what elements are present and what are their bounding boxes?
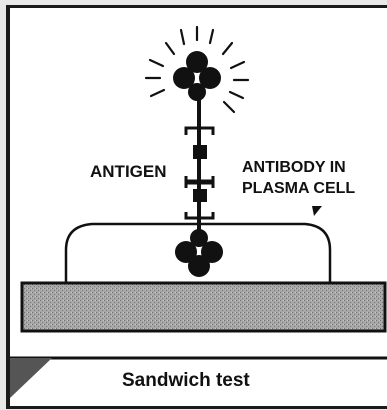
antigen-label: ANTIGEN [90,162,167,182]
slide-base [22,283,385,331]
arrowhead-icon [312,206,322,216]
bound-antibody-icon [175,229,223,277]
figure-caption: Sandwich test [122,370,250,392]
corner-triangle-icon [10,358,52,398]
antigen-block [193,145,207,159]
antigen-lower-block [193,189,207,202]
glowing-tagged-antibody-icon [173,51,221,101]
antibody-label: ANTIBODY IN PLASMA CELL [242,157,355,199]
